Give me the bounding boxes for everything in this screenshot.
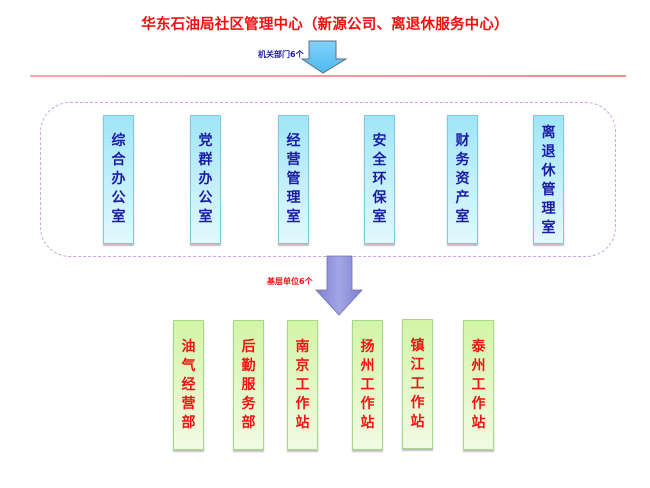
down-arrow-icon xyxy=(300,40,348,74)
department-name: 综合办公室 xyxy=(111,133,126,225)
unit-box: 油气经营部 xyxy=(173,320,204,450)
page-title: 华东石油局社区管理中心（新源公司、离退休服务中心） xyxy=(141,17,509,33)
unit-name: 扬州工作站 xyxy=(360,338,375,431)
unit-name: 镇江工作站 xyxy=(410,337,425,430)
department-name: 离退休管理室 xyxy=(541,125,556,236)
unit-box: 镇江工作站 xyxy=(402,319,433,449)
base-section-label: 基层单位6个 xyxy=(267,277,313,286)
department-box: 党群办公室 xyxy=(190,115,221,244)
department-box: 综合办公室 xyxy=(103,115,134,244)
department-box: 财务资产室 xyxy=(447,115,478,244)
down-arrow-icon xyxy=(315,255,363,316)
unit-name: 后勤服务部 xyxy=(241,338,256,431)
department-box: 离退休管理室 xyxy=(533,115,564,244)
unit-box: 扬州工作站 xyxy=(352,320,383,450)
unit-name: 泰州工作站 xyxy=(471,338,486,431)
unit-box: 后勤服务部 xyxy=(233,320,264,450)
department-name: 经营管理室 xyxy=(286,133,301,225)
unit-box: 泰州工作站 xyxy=(463,320,494,450)
divider-line xyxy=(30,75,626,77)
admin-section-label: 机关部门6个 xyxy=(258,50,304,59)
department-box: 安全环保室 xyxy=(364,115,395,244)
department-name: 党群办公室 xyxy=(198,133,213,225)
unit-box: 南京工作站 xyxy=(287,320,318,450)
unit-name: 南京工作站 xyxy=(295,338,310,431)
department-box: 经营管理室 xyxy=(278,115,309,244)
department-name: 安全环保室 xyxy=(372,133,387,225)
department-name: 财务资产室 xyxy=(455,133,470,225)
unit-name: 油气经营部 xyxy=(181,338,196,431)
